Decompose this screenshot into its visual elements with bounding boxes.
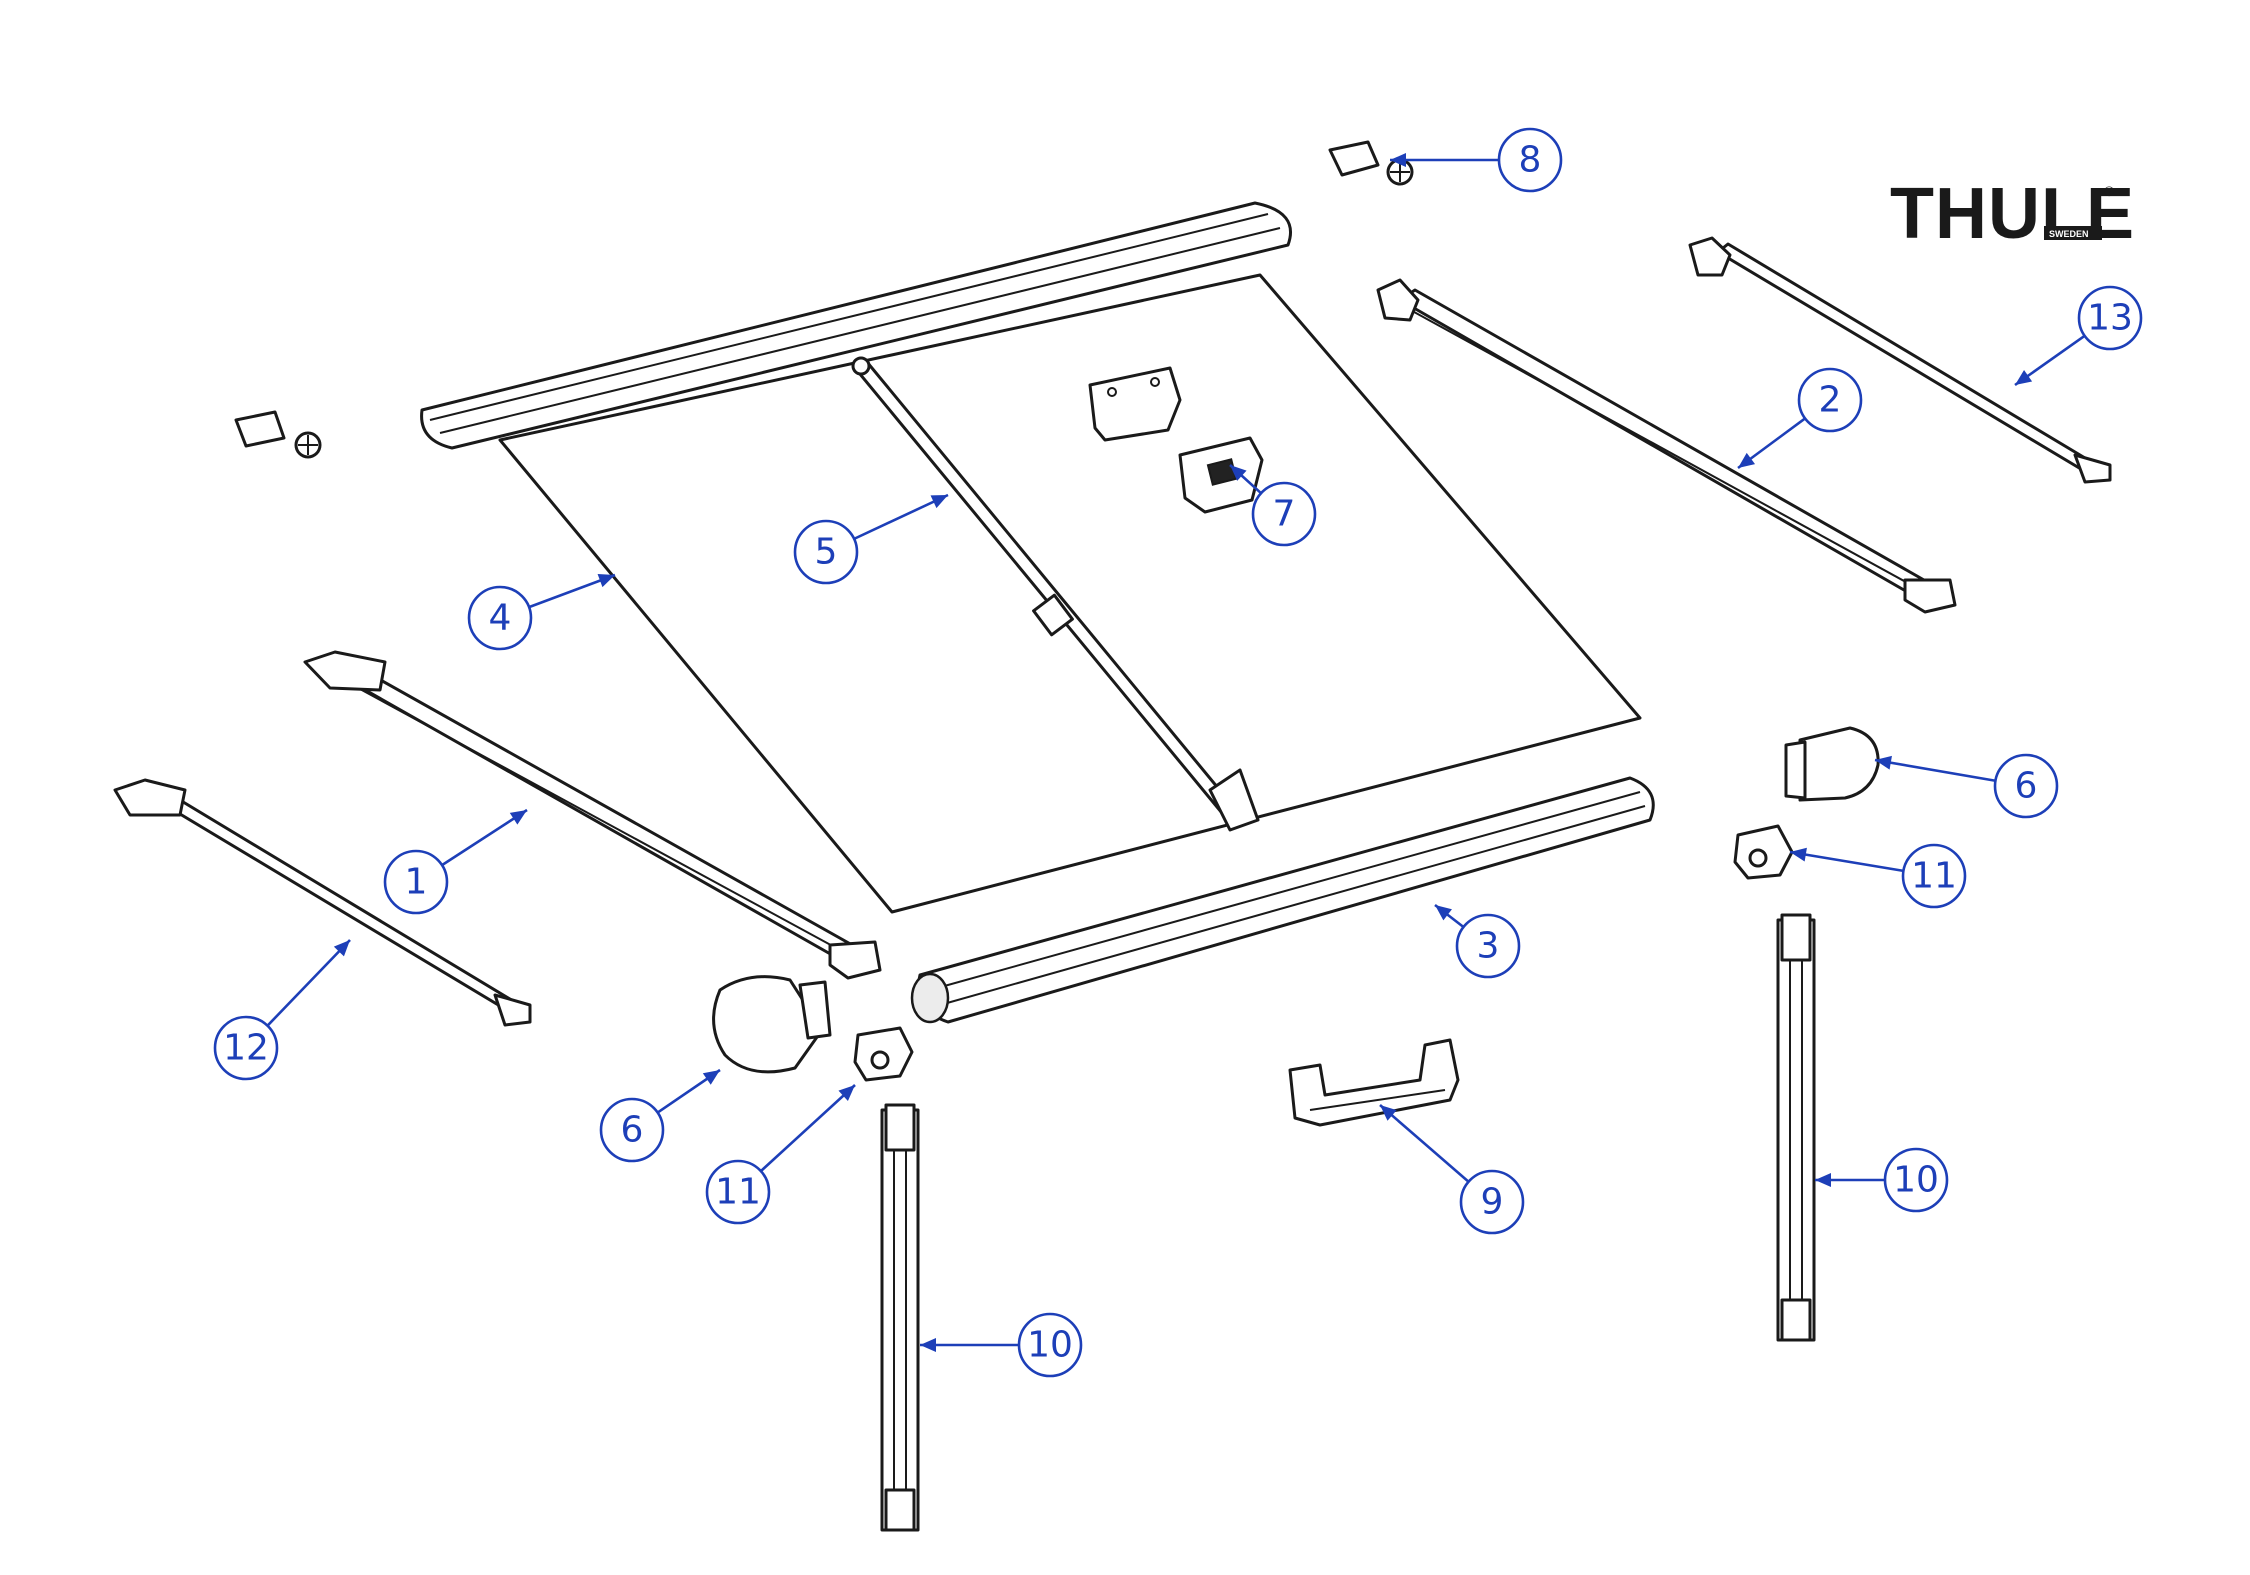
- part-awning-fabric: [420, 201, 1642, 914]
- part-carrier-bracket: [1288, 1038, 1460, 1127]
- callout-bubble: [1497, 127, 1563, 193]
- part-hinge-right: [1733, 824, 1794, 880]
- part-left-rail: [113, 778, 532, 1027]
- callout-arrowhead: [1815, 1173, 1831, 1187]
- callout-11l: 11: [705, 1084, 856, 1225]
- part-left-arm: [303, 650, 882, 980]
- brand-sub-bar: [2044, 226, 2102, 240]
- part-right-arm: [1376, 278, 1957, 614]
- callout-arrowhead: [1875, 755, 1892, 770]
- callout-10r: 10: [1815, 1147, 1949, 1213]
- part-wall-brackets: [1088, 366, 1264, 514]
- callout-9: 9: [1379, 1104, 1525, 1235]
- callout-leader: [441, 808, 528, 867]
- callout-leader: [1874, 758, 1996, 783]
- callout-label: 6: [621, 1110, 644, 1151]
- part-end-cap-left: [712, 975, 832, 1074]
- callout-label: 12: [223, 1028, 269, 1069]
- callout-bubble: [1901, 843, 1967, 909]
- callout-leader: [1789, 850, 1904, 873]
- callout-arrowhead: [1230, 465, 1247, 481]
- callout-bubble: [213, 1015, 279, 1081]
- callout-label: 3: [1477, 926, 1500, 967]
- callout-13: 13: [2014, 285, 2143, 387]
- callout-label: 1: [405, 862, 428, 903]
- callout-label: 4: [489, 598, 512, 639]
- callout-3: 3: [1434, 903, 1521, 979]
- callout-bubble: [1993, 753, 2059, 819]
- part-hinge-left: [853, 1026, 914, 1082]
- callout-bubble: [383, 849, 449, 915]
- callout-label: 11: [715, 1172, 761, 1213]
- callout-arrowhead: [1435, 905, 1452, 921]
- brand-reg-mark: ®: [2104, 183, 2115, 199]
- callout-4: 4: [467, 573, 616, 651]
- callout-arrowhead: [509, 810, 527, 825]
- callout-arrowhead: [333, 940, 350, 957]
- callout-arrowhead: [930, 495, 948, 509]
- callout-11r: 11: [1789, 843, 1967, 909]
- callout-bubble: [1017, 1312, 1083, 1378]
- part-leg-right: [1776, 913, 1816, 1342]
- callout-12: 12: [213, 939, 351, 1081]
- callout-arrowhead: [920, 1338, 936, 1352]
- thule-logo: THULE SWEDEN ®: [1890, 174, 2135, 254]
- callout-leader: [853, 493, 949, 541]
- callout-arrowhead: [1790, 847, 1807, 862]
- callout-10l: 10: [920, 1312, 1083, 1378]
- callout-arrowhead: [597, 574, 615, 588]
- part-end-cap-screw-left: [234, 410, 322, 459]
- callout-bubble: [1455, 913, 1521, 979]
- callout-arrowhead: [2015, 370, 2033, 385]
- callout-bubble: [467, 585, 533, 651]
- callout-label: 13: [2087, 298, 2133, 339]
- callout-bubble: [1883, 1147, 1949, 1213]
- callout-label: 7: [1273, 494, 1296, 535]
- callout-bubble: [1797, 367, 1863, 433]
- callout-bubble: [793, 519, 859, 585]
- callout-5: 5: [793, 493, 949, 585]
- callout-6l: 6: [599, 1068, 721, 1163]
- part-leg-left: [880, 1103, 920, 1532]
- callout-1: 1: [383, 808, 528, 915]
- callout-label: 11: [1911, 856, 1957, 897]
- callout-arrowhead: [1380, 1105, 1397, 1121]
- callout-bubble: [599, 1097, 665, 1163]
- callout-2: 2: [1737, 367, 1863, 470]
- callout-arrowhead: [1390, 153, 1406, 167]
- callout-bubble: [2077, 285, 2143, 351]
- callout-label: 10: [1893, 1160, 1939, 1201]
- brand-sub: SWEDEN: [2049, 229, 2089, 239]
- callout-leader: [266, 939, 351, 1027]
- callout-leader: [1379, 1104, 1470, 1183]
- part-front-lead-rail: [910, 776, 1655, 1024]
- callout-arrowhead: [702, 1070, 720, 1085]
- callout-arrowhead: [1738, 452, 1756, 468]
- part-right-rail: [1688, 236, 2112, 484]
- callout-label: 9: [1481, 1182, 1504, 1223]
- brand-name: THULE: [1890, 174, 2135, 254]
- callout-8: 8: [1390, 127, 1563, 193]
- callout-label: 10: [1027, 1325, 1073, 1366]
- callout-bubble: [1459, 1169, 1525, 1235]
- callout-label: 6: [2015, 766, 2038, 807]
- callout-7: 7: [1229, 464, 1317, 547]
- callout-leader: [759, 1084, 856, 1173]
- callout-label: 5: [815, 532, 838, 573]
- callout-6r: 6: [1874, 753, 2059, 819]
- part-tension-rafter: [851, 356, 1260, 832]
- callout-label: 2: [1819, 380, 1842, 421]
- part-end-cap-right: [1784, 726, 1880, 802]
- callout-label: 8: [1519, 140, 1542, 181]
- callout-arrowhead: [838, 1085, 855, 1101]
- callout-bubble: [705, 1159, 771, 1225]
- callout-bubble: [1251, 481, 1317, 547]
